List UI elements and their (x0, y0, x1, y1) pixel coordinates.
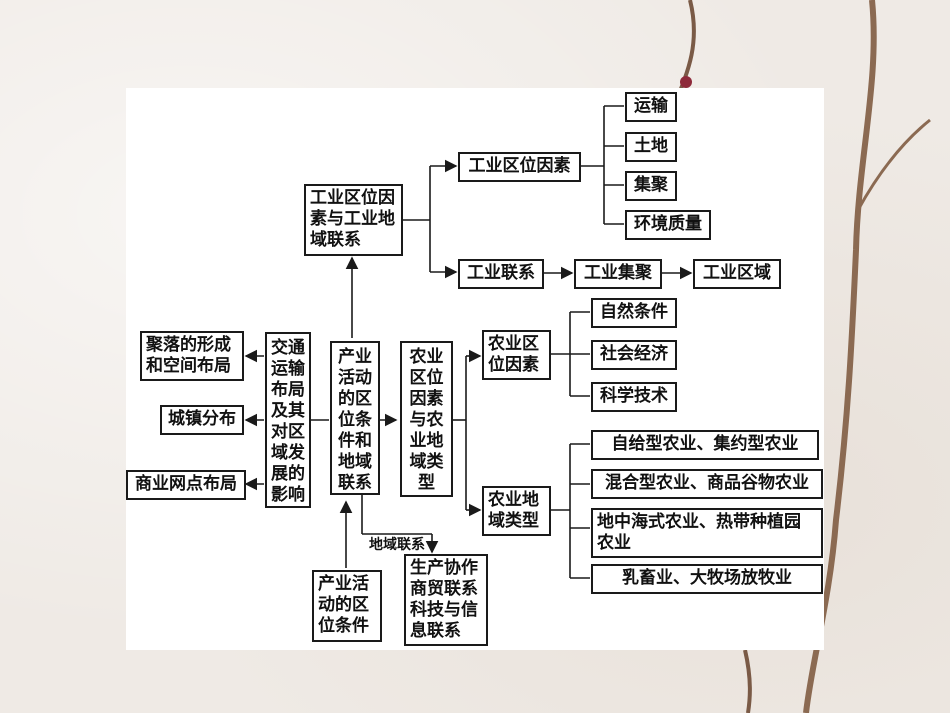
industry-link-node: 工业联系 (458, 259, 544, 289)
regional-link-label: 地域联系 (369, 537, 425, 553)
factor-nature-node: 自然条件 (591, 298, 677, 328)
links-node: 生产协作 商贸联系 科技与信 息联系 (404, 554, 488, 646)
factor-tech-node: 科学技术 (591, 382, 677, 412)
type-dairy-node: 乳畜业、大牧场放牧业 (591, 564, 823, 594)
connector-lines (244, 105, 693, 579)
industry-agglomeration-node: 工业集聚 (574, 259, 662, 289)
factor-environment-node: 环境质量 (625, 210, 711, 240)
transport-node: 交通 运输 布局 及其 对区 域发 展的 影响 (265, 332, 311, 508)
agriculture-factors-node: 农业区 位因素 (482, 330, 551, 380)
factor-transport-node: 运输 (625, 92, 677, 122)
town-node: 城镇分布 (160, 405, 244, 435)
industry-main-node: 工业区位因 素与工业地 域联系 (304, 184, 403, 256)
factor-land-node: 土地 (625, 132, 677, 162)
agriculture-types-node: 农业地 域类型 (482, 486, 551, 536)
factor-cluster-node: 集聚 (625, 171, 677, 201)
type-mixed-node: 混合型农业、商品谷物农业 (591, 469, 823, 499)
type-mediterranean-node: 地中海式农业、热带种植园 农业 (591, 508, 823, 558)
commerce-node: 商业网点布局 (126, 470, 246, 500)
industry-factors-node: 工业区位因素 (458, 152, 581, 182)
central-node: 产业 活动 的区 位条 件和 地域 联系 (330, 341, 380, 495)
factor-social-node: 社会经济 (591, 340, 677, 370)
settlement-node: 聚落的形成 和空间布局 (140, 331, 244, 381)
diagram-panel: 产业 活动 的区 位条 件和 地域 联系 工业区位因 素与工业地 域联系 工业区… (126, 88, 824, 650)
location-condition-node: 产业活 动的区 位条件 (312, 570, 382, 642)
agriculture-main-node: 农业 区位 因素 与农 业地 域类 型 (400, 341, 453, 497)
type-subsistence-node: 自给型农业、集约型农业 (591, 430, 819, 460)
industry-region-node: 工业区域 (693, 259, 781, 289)
